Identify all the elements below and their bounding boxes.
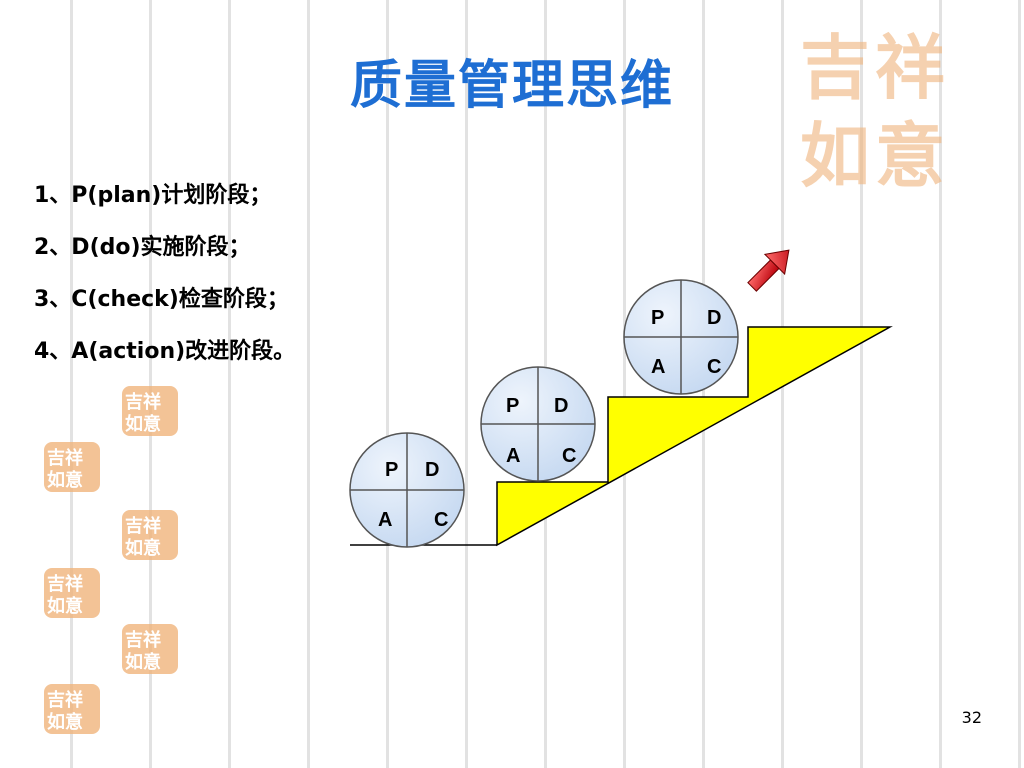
pdca-wheel-3: P D A C [623,279,739,395]
wheel-2-c: C [562,445,576,467]
step-action: 4、A(action)改进阶段。 [34,339,296,364]
pdca-step-list: 1、P(plan)计划阶段； 2、D(do)实施阶段； 3、C(check)检查… [34,180,295,388]
slide-title: 质量管理思维 [349,56,674,116]
wheel-2-a: A [506,445,520,467]
wheel-3-c: C [707,356,721,378]
wheel-3-a: A [651,356,665,378]
large-seal-decoration: 吉 祥 如 意 [800,26,945,197]
small-seal-1: 吉祥 如意 [122,386,178,436]
wheel-1-p: P [385,459,398,481]
svg-text:如意: 如意 [47,595,83,617]
svg-text:吉祥: 吉祥 [47,573,83,595]
svg-text:吉祥: 吉祥 [125,391,161,413]
seal-char-1: 吉 [800,26,870,109]
svg-text:如意: 如意 [125,413,161,435]
seal-char-2: 祥 [875,26,945,109]
wheel-1-c: C [434,509,448,531]
seal-char-3: 如 [800,114,870,197]
svg-text:吉祥: 吉祥 [47,447,83,469]
svg-text:如意: 如意 [47,711,83,733]
svg-text:如意: 如意 [125,537,161,559]
page-number: 32 [961,708,982,727]
wheel-1-a: A [378,509,392,531]
svg-text:如意: 如意 [47,469,83,491]
small-seal-5: 吉祥 如意 [122,624,178,674]
seal-char-4: 意 [875,114,945,197]
small-seal-4: 吉祥 如意 [44,568,100,618]
step-check: 3、C(check)检查阶段； [34,287,289,312]
small-seal-6: 吉祥 如意 [44,684,100,734]
pdca-wheel-1: P D A C [349,432,465,548]
arrow-up-right-icon [747,249,790,292]
svg-text:吉祥: 吉祥 [125,515,161,537]
svg-text:吉祥: 吉祥 [125,629,161,651]
yellow-staircase [496,326,893,547]
small-seal-3: 吉祥 如意 [122,510,178,560]
pdca-wheel-2: P D A C [480,366,596,482]
wheel-2-p: P [506,395,519,417]
wheel-2-d: D [554,395,568,417]
step-plan: 1、P(plan)计划阶段； [34,183,272,208]
svg-text:吉祥: 吉祥 [47,689,83,711]
small-seal-2: 吉祥 如意 [44,442,100,492]
step-do: 2、D(do)实施阶段； [34,235,251,260]
wheel-1-d: D [425,459,439,481]
wheel-3-p: P [651,307,664,329]
wheel-3-d: D [707,307,721,329]
svg-text:如意: 如意 [125,651,161,673]
